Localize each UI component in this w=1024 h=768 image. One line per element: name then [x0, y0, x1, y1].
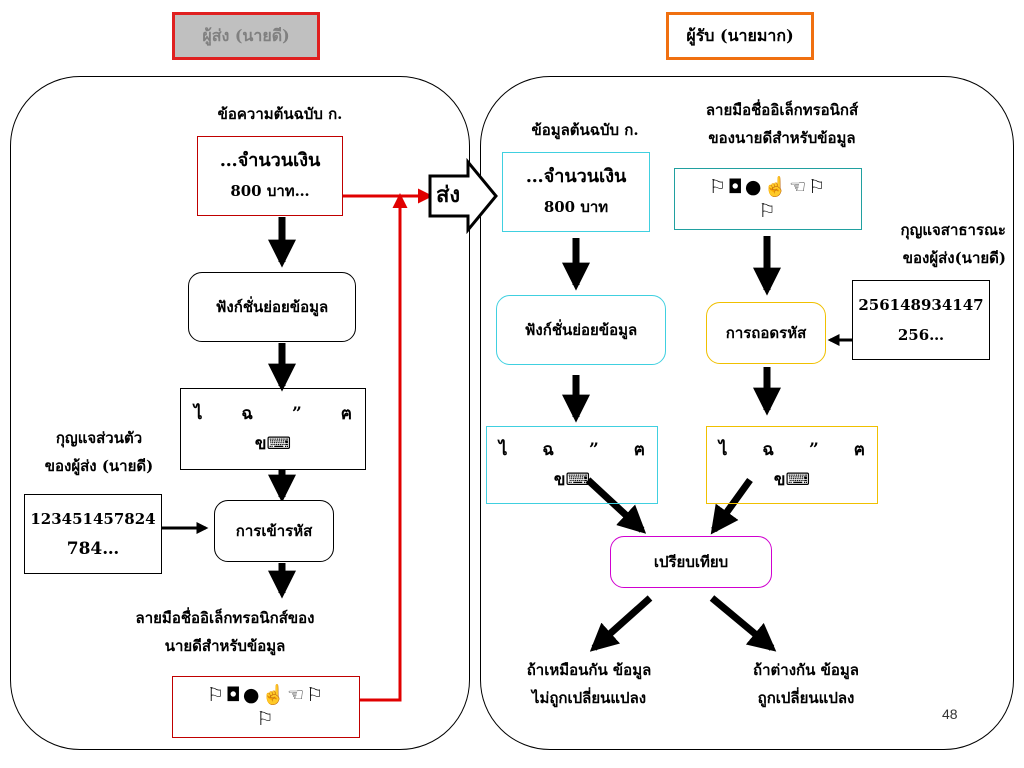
receiver-digest-box-2: ไ ฉ ” ฅ ข⌨ [706, 426, 878, 504]
send-arrow-shape [428, 157, 498, 235]
sender-digest-line2: ข⌨ [254, 434, 292, 454]
result-diff-line1: ถ้าต่างกัน ข้อมูล [753, 661, 859, 679]
sender-digest-box: ไ ฉ ” ฅ ข⌨ [180, 388, 366, 470]
digest-char: ไ [498, 440, 508, 460]
digest-char: ฉ [542, 440, 555, 460]
receiver-decrypt-box: การถอดรหัส [706, 302, 826, 364]
public-key-label-line2: ของผู้ส่ง(นายดี) [902, 249, 1006, 267]
page-number: 48 [942, 706, 958, 722]
receiver-signature-label-line2: ของนายดีสำหรับข้อมูล [708, 129, 856, 147]
send-label: ส่ง [436, 182, 461, 208]
digest-char: ” [808, 440, 819, 460]
digest-char: ฅ [340, 404, 353, 424]
digest-char: ไ [193, 404, 203, 424]
public-key-line2: 256… [897, 326, 945, 344]
result-same: ถ้าเหมือนกัน ข้อมูล ไม่ถูกเปลี่ยนแปลง [494, 656, 684, 712]
sender-signature-line1: ⚐◘●☝☜⚐ [206, 684, 326, 706]
sender-signature-line2: ⚐ [256, 708, 276, 730]
private-key-label-line2: ของผู้ส่ง (นายดี) [44, 457, 154, 475]
signature-label-line1: ลายมือชื่ออิเล็กทรอนิกส์ของ [135, 609, 315, 627]
receiver-digest-box-1: ไ ฉ ” ฅ ข⌨ [486, 426, 658, 504]
private-key-line1: 123451457824 [30, 510, 156, 528]
result-same-line2: ไม่ถูกเปลี่ยนแปลง [531, 689, 647, 707]
private-key-label-line1: กุญแจส่วนตัว [55, 429, 143, 447]
sender-original-label: ข้อความต้นฉบับ ก. [217, 105, 343, 123]
receiver-signature-line2: ⚐ [758, 200, 778, 222]
digest-char: ฉ [241, 404, 253, 424]
sender-hash-function: ฟังก์ชั่นย่อยข้อมูล [188, 272, 356, 342]
digest-char: ” [291, 404, 302, 424]
receiver-title: ผู้รับ (นายมาก) [666, 12, 814, 60]
sender-flow-arrows [162, 217, 296, 599]
receiver-panel [480, 76, 1014, 750]
sender-message-line2: 800 บาท… [230, 182, 310, 200]
receiver-flow-arrows [562, 236, 852, 652]
result-different: ถ้าต่างกัน ข้อมูล ถูกเปลี่ยนแปลง [716, 656, 896, 712]
digest-char: ” [588, 440, 599, 460]
digest-char: ฅ [633, 440, 646, 460]
digest-char: ไ [718, 440, 728, 460]
digest-char: ฅ [853, 440, 866, 460]
receiver-signature-label: ลายมือชื่ออิเล็กทรอนิกส์ ของนายดีสำหรับข… [672, 96, 892, 152]
signature-label-line2: นายดีสำหรับข้อมูล [164, 637, 286, 655]
red-send-lines [342, 188, 433, 702]
receiver-hash-function: ฟังก์ชั่นย่อยข้อมูล [496, 295, 666, 365]
public-key-label-line1: กุญแจสาธารณะ [900, 221, 1006, 239]
receiver-signature-line1: ⚐◘●☝☜⚐ [708, 176, 828, 198]
sender-panel [10, 76, 470, 750]
receiver-signature-box: ⚐◘●☝☜⚐ ⚐ [674, 168, 862, 230]
receiver-message-line1: …จำนวนเงิน [525, 166, 627, 187]
receiver-original-label: ข้อมูลต้นฉบับ ก. [531, 121, 639, 139]
receiver-signature-label-line1: ลายมือชื่ออิเล็กทรอนิกส์ [705, 101, 859, 119]
compare-box: เปรียบเทียบ [610, 536, 772, 588]
private-key-line2: 784… [66, 539, 120, 559]
receiver-digest1-line1: ไ ฉ ” ฅ [499, 435, 645, 465]
sender-message-line1: …จำนวนเงิน [219, 150, 321, 171]
sender-private-key-box: 123451457824 784… [24, 494, 162, 574]
receiver-public-key-box: 256148934147 256… [852, 280, 990, 360]
receiver-digest2-line1: ไ ฉ ” ฅ [719, 435, 865, 465]
public-key-line1: 256148934147 [858, 296, 984, 314]
sender-title: ผู้ส่ง (นายดี) [172, 12, 320, 60]
receiver-message-box: …จำนวนเงิน 800 บาท [502, 152, 650, 232]
sender-signature-label: ลายมือชื่ออิเล็กทรอนิกส์ของ นายดีสำหรับข… [100, 604, 350, 660]
sender-signature-box: ⚐◘●☝☜⚐ ⚐ [172, 676, 360, 738]
digest-char: ฉ [762, 440, 775, 460]
sender-private-key-label: กุญแจส่วนตัว ของผู้ส่ง (นายดี) [24, 424, 174, 480]
sender-encrypt-box: การเข้ารหัส [214, 500, 334, 562]
sender-message-box: …จำนวนเงิน 800 บาท… [197, 136, 343, 216]
receiver-digest2-line2: ข⌨ [773, 470, 811, 490]
sender-digest-line1: ไ ฉ ” ฅ [194, 399, 352, 429]
receiver-digest1-line2: ข⌨ [553, 470, 591, 490]
result-diff-line2: ถูกเปลี่ยนแปลง [757, 689, 855, 707]
receiver-public-key-label: กุญแจสาธารณะ ของผู้ส่ง(นายดี) [866, 216, 1006, 272]
result-same-line1: ถ้าเหมือนกัน ข้อมูล [526, 661, 652, 679]
receiver-message-line2: 800 บาท [543, 198, 609, 216]
